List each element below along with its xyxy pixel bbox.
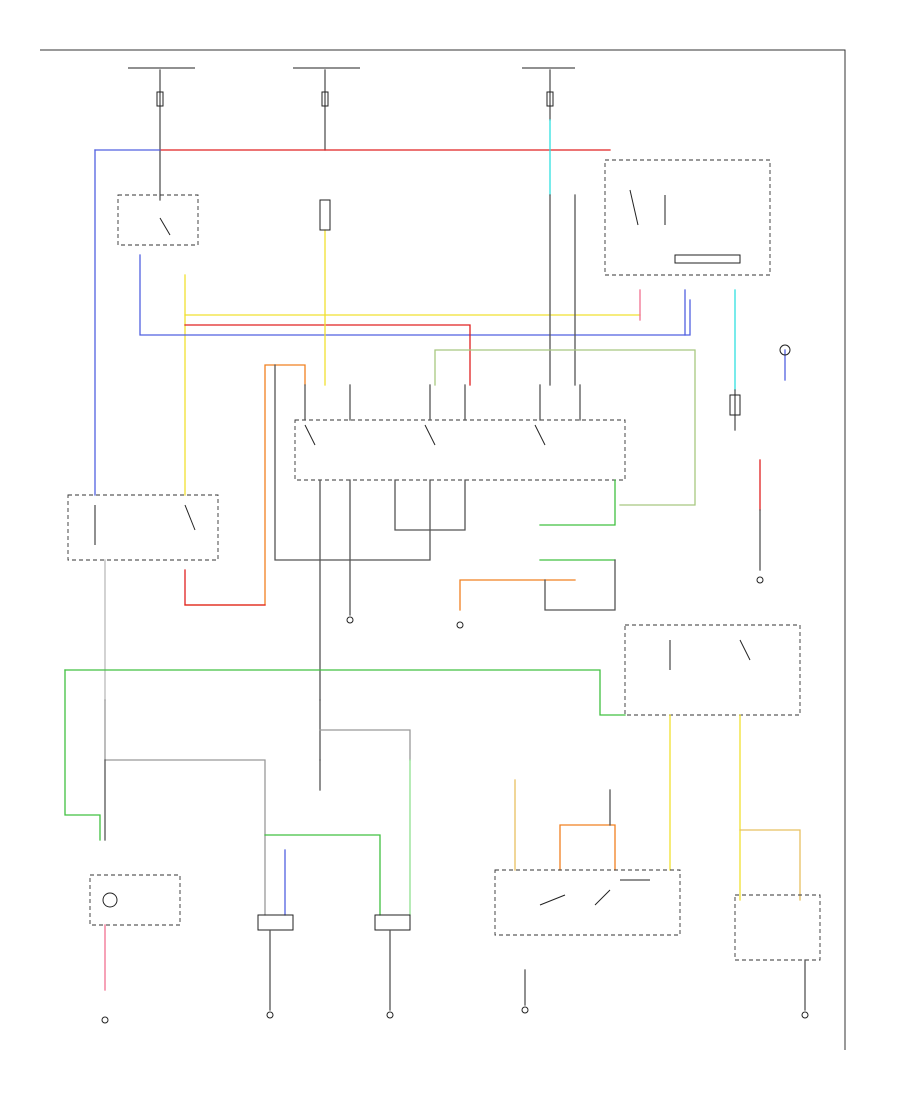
wire-lightgreen-top: [434, 349, 696, 506]
headlamp-left: [257, 914, 294, 1019]
headlamp-right: [374, 914, 411, 1019]
relay-block: [294, 384, 626, 481]
lamp-right-rear: [734, 894, 821, 961]
module-box-left: [89, 874, 181, 926]
ground-mid: [456, 621, 464, 629]
fuse-feed-left: [128, 67, 195, 201]
switch-dimmer: [67, 494, 219, 561]
wire-green-loop: [64, 669, 626, 716]
fuse-feed-right: [522, 67, 575, 121]
switch-box-lower-right: [624, 624, 801, 716]
fuse-feed-center: [293, 67, 360, 151]
wire-blue-horizontal: [139, 254, 691, 336]
switch-headlamp-main: [117, 194, 199, 246]
ground-center: [346, 616, 354, 624]
wire-orange-left: [184, 364, 306, 606]
ground-right: [756, 576, 764, 584]
wire-red-mid: [184, 324, 471, 386]
diagram-frame: [40, 49, 846, 1050]
ground-bottom-mid: [521, 1006, 529, 1014]
switch-box-upper-right: [604, 159, 771, 276]
wire-yellow-long: [184, 274, 641, 316]
switch-park-lamp: [494, 869, 681, 936]
